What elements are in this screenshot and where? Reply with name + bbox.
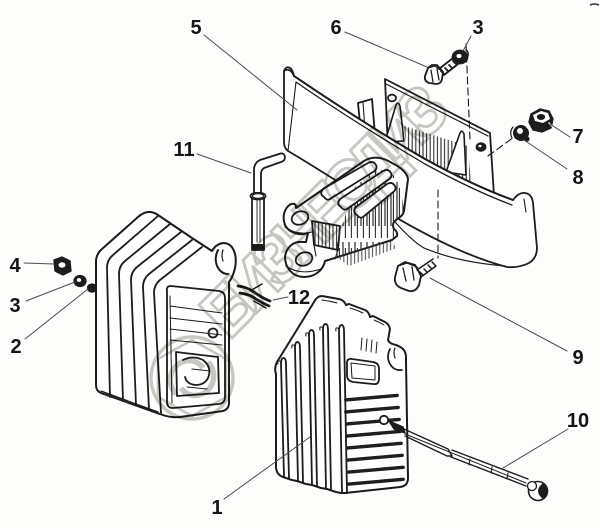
svg-text:9: 9 xyxy=(572,347,583,369)
svg-text:1: 1 xyxy=(211,497,222,519)
svg-text:4: 4 xyxy=(9,255,21,277)
svg-text:12: 12 xyxy=(288,287,310,309)
svg-text:6: 6 xyxy=(330,17,341,39)
svg-text:2: 2 xyxy=(10,336,21,358)
svg-text:7: 7 xyxy=(572,126,583,148)
svg-text:8: 8 xyxy=(572,167,583,189)
svg-text:3: 3 xyxy=(9,295,20,317)
svg-text:3: 3 xyxy=(472,17,483,39)
svg-text:10: 10 xyxy=(567,410,589,432)
svg-text:11: 11 xyxy=(173,139,194,161)
svg-text:5: 5 xyxy=(190,17,201,39)
